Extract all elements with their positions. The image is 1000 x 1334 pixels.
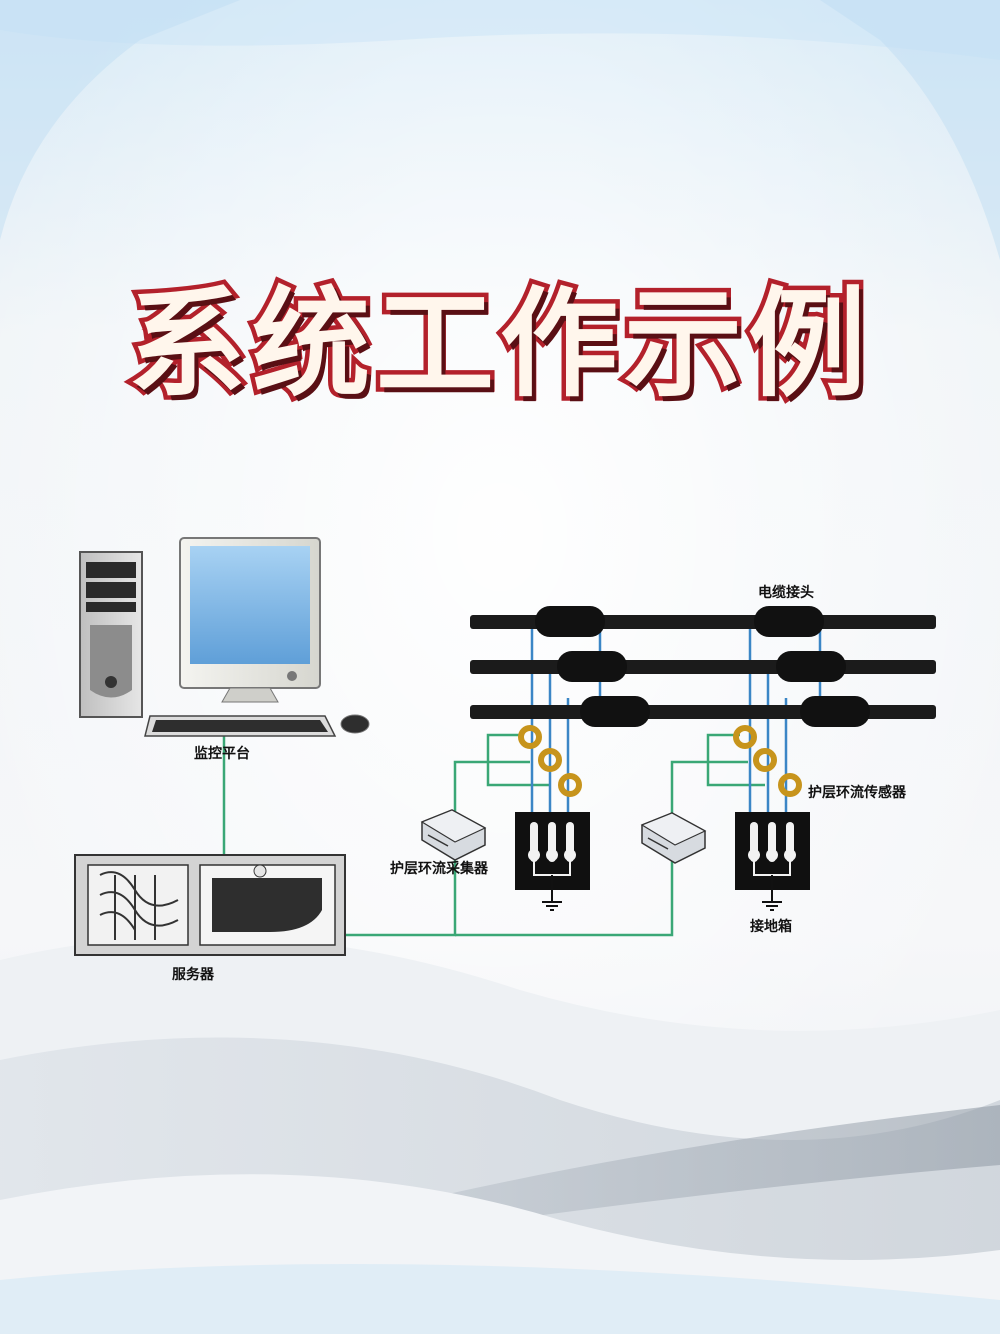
monitor [179, 537, 321, 703]
server-label: 服务器 [172, 967, 214, 983]
power-cables [470, 606, 936, 727]
cable-joint-label: 电缆接头 [758, 585, 814, 601]
sheath-current-sensors [518, 725, 802, 797]
keyboard-mouse [144, 714, 370, 737]
page-title: 系统工作示例 [123, 275, 872, 413]
server [74, 854, 346, 956]
system-diagram: 监控平台 服务器 电缆接头 护层环流传感器 护层环流采集器 接地箱 [60, 530, 960, 990]
grounding-box-2 [735, 812, 810, 911]
collector-1 [420, 809, 487, 861]
grounding-box-1 [515, 812, 590, 911]
pc-tower [79, 551, 143, 718]
sheath-sensor-label: 护层环流传感器 [808, 785, 906, 801]
collector-2 [640, 812, 707, 864]
grounding-box-label: 接地箱 [750, 919, 792, 935]
monitor-platform-label: 监控平台 [194, 746, 250, 762]
sheath-collector-label: 护层环流采集器 [390, 861, 488, 877]
diagram-graphics [74, 537, 936, 956]
data-wires [222, 733, 765, 937]
